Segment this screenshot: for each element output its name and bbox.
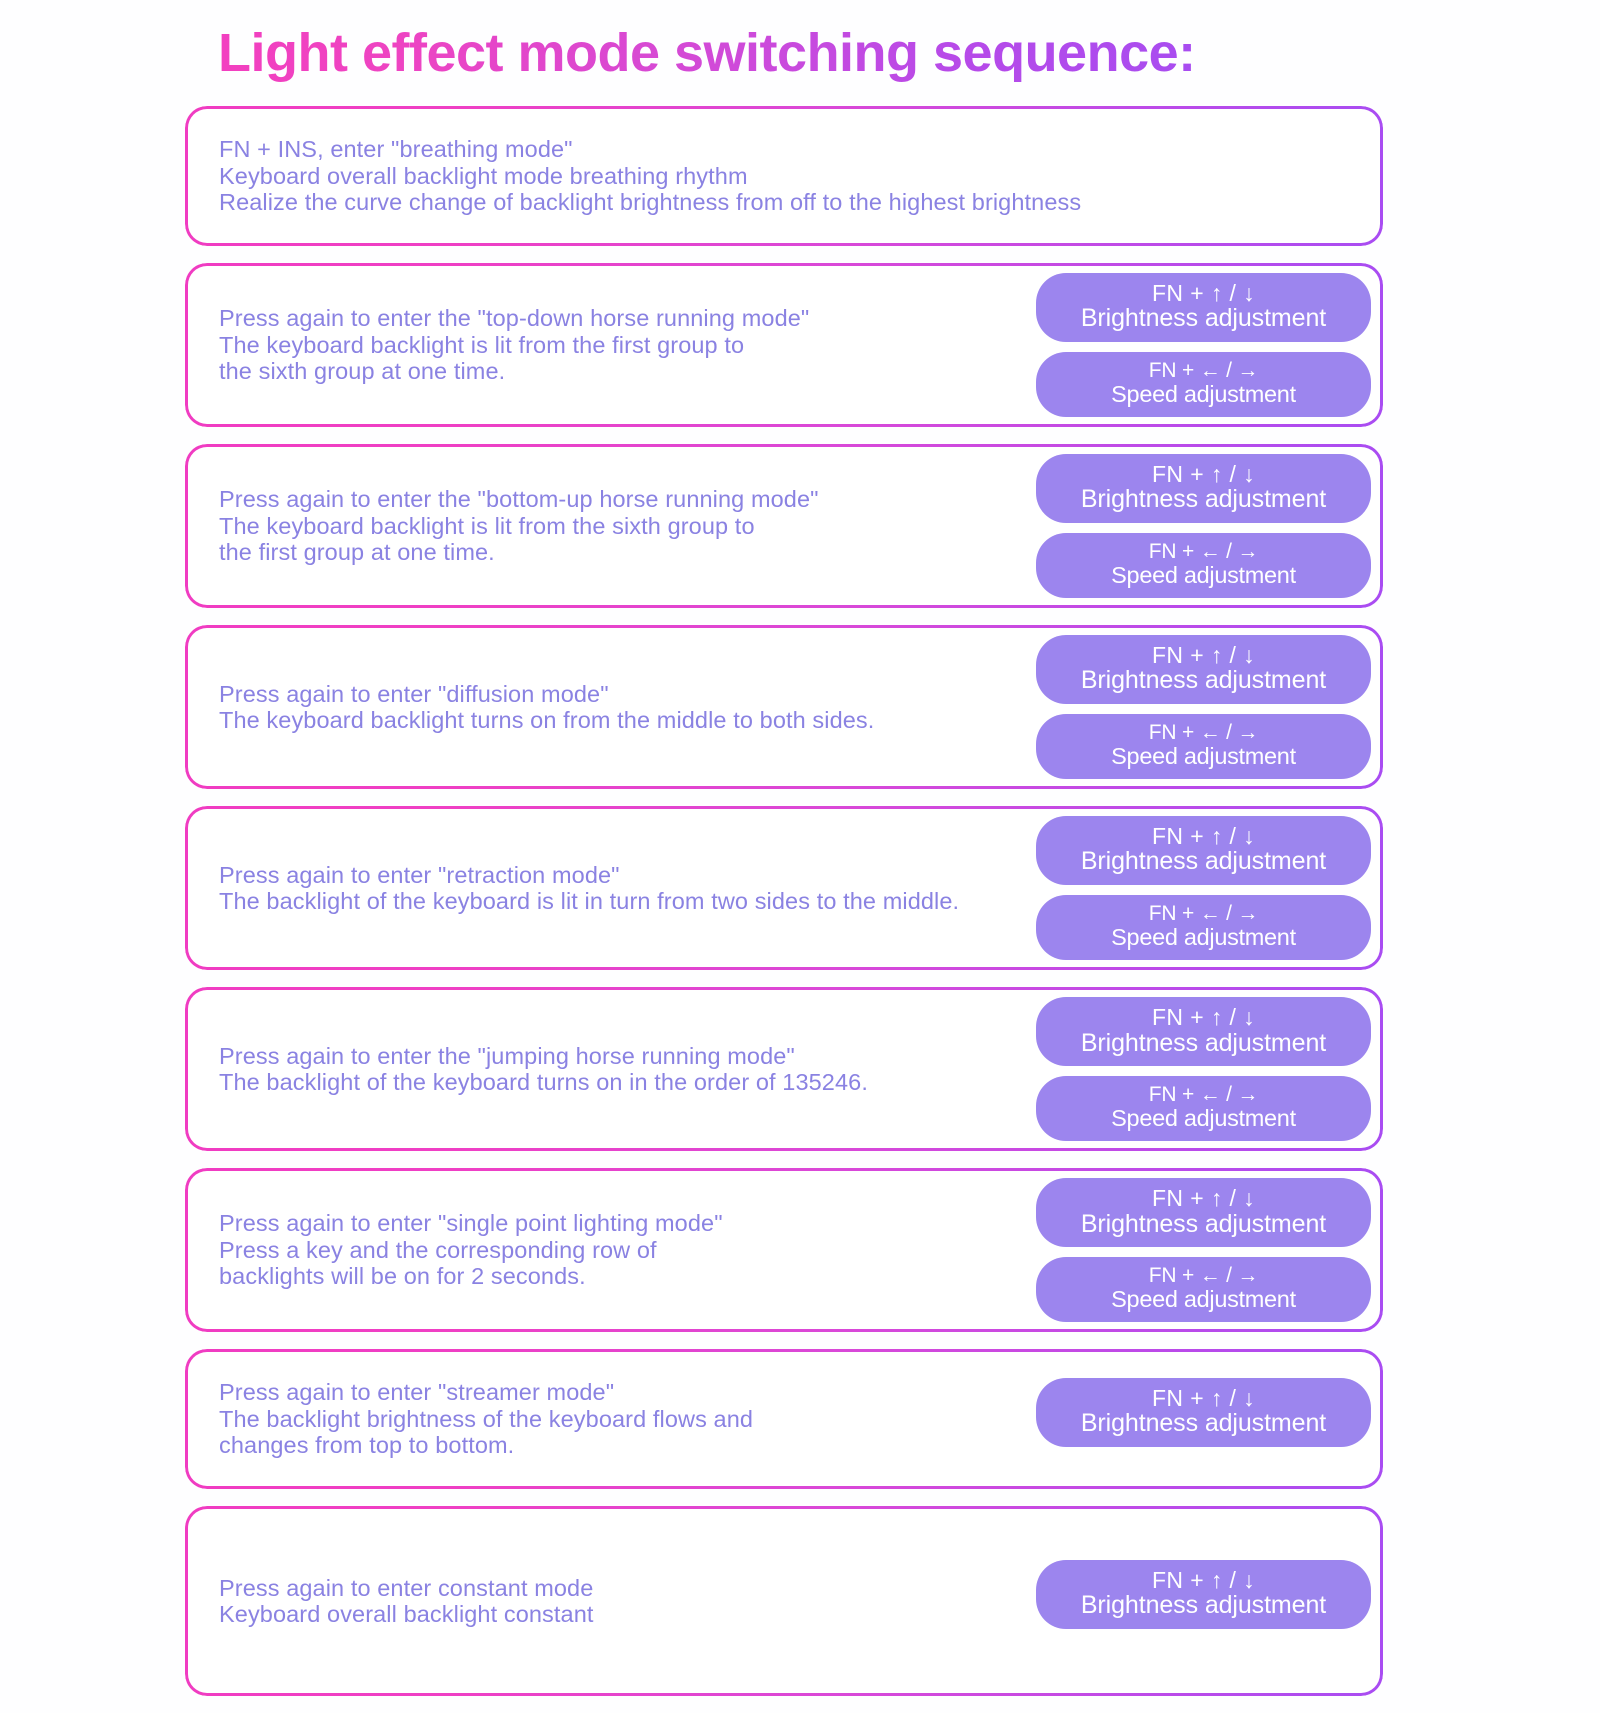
brightness-adjust-button-label: Brightness adjustment bbox=[1080, 847, 1327, 876]
mode-card-body: Press again to enter "single point light… bbox=[185, 1168, 1383, 1332]
brightness-adjust-button[interactable]: FN + ↑ / ↓Brightness adjustment bbox=[1036, 273, 1371, 342]
speed-adjust-button-label: Speed adjustment bbox=[1111, 562, 1296, 589]
mode-card-body: FN + INS, enter "breathing mode" Keyboar… bbox=[185, 106, 1383, 246]
speed-adjust-button-label: Speed adjustment bbox=[1111, 381, 1296, 408]
speed-adjust-button[interactable]: FN + ← / →Speed adjustment bbox=[1036, 351, 1371, 418]
brightness-adjust-button[interactable]: FN + ↑ / ↓Brightness adjustment bbox=[1036, 1377, 1371, 1447]
mode-card: Press again to enter the "jumping horse … bbox=[185, 987, 1383, 1152]
mode-description: FN + INS, enter "breathing mode" Keyboar… bbox=[219, 136, 1082, 216]
brightness-adjust-button[interactable]: FN + ↑ / ↓Brightness adjustment bbox=[1036, 997, 1371, 1066]
speed-adjust-button[interactable]: FN + ← / →Speed adjustment bbox=[1036, 713, 1371, 780]
shortcut-button-group: FN + ↑ / ↓Brightness adjustment bbox=[1036, 1559, 1371, 1629]
mode-description: Press again to enter "retraction mode" T… bbox=[219, 861, 960, 915]
shortcut-button-group: FN + ↑ / ↓Brightness adjustment FN + ← / … bbox=[1036, 635, 1371, 780]
shortcut-button-group: FN + ↑ / ↓Brightness adjustment FN + ← / … bbox=[1036, 1178, 1371, 1323]
speed-adjust-button-shortcut: FN + ← / → bbox=[1148, 901, 1259, 925]
brightness-adjust-button-label: Brightness adjustment bbox=[1080, 666, 1327, 695]
speed-adjust-button[interactable]: FN + ← / →Speed adjustment bbox=[1036, 894, 1371, 961]
speed-adjust-button-label: Speed adjustment bbox=[1111, 924, 1296, 951]
mode-card: Press again to enter the "top-down horse… bbox=[185, 263, 1383, 428]
brightness-adjust-button-label: Brightness adjustment bbox=[1080, 1409, 1327, 1438]
mode-card: Press again to enter the "bottom-up hors… bbox=[185, 444, 1383, 609]
brightness-adjust-button-shortcut: FN + ↑ / ↓ bbox=[1151, 280, 1256, 306]
mode-card-body: Press again to enter constant mode Keybo… bbox=[185, 1506, 1383, 1696]
speed-adjust-button-shortcut: FN + ← / → bbox=[1148, 1083, 1259, 1106]
mode-description: Press again to enter "single point light… bbox=[219, 1210, 723, 1290]
mode-description: Press again to enter "diffusion mode" Th… bbox=[219, 680, 875, 734]
brightness-adjust-button-shortcut: FN + ↑ / ↓ bbox=[1151, 1185, 1256, 1212]
speed-adjust-button[interactable]: FN + ← / →Speed adjustment bbox=[1036, 532, 1371, 599]
brightness-adjust-button-shortcut: FN + ↑ / ↓ bbox=[1151, 642, 1256, 669]
mode-card-body: Press again to enter "streamer mode" The… bbox=[185, 1349, 1383, 1489]
mode-card: Press again to enter "streamer mode" The… bbox=[185, 1349, 1383, 1490]
brightness-adjust-button-label: Brightness adjustment bbox=[1080, 1028, 1327, 1057]
shortcut-button-group: FN + ↑ / ↓Brightness adjustment FN + ← / … bbox=[1036, 273, 1371, 418]
speed-adjust-button[interactable]: FN + ← / →Speed adjustment bbox=[1036, 1076, 1371, 1142]
speed-adjust-button-shortcut: FN + ← / → bbox=[1148, 358, 1259, 382]
shortcut-button-group: FN + ↑ / ↓Brightness adjustment FN + ← / … bbox=[1036, 816, 1371, 961]
mode-description: Press again to enter the "bottom-up hors… bbox=[219, 486, 819, 566]
brightness-adjust-button-label: Brightness adjustment bbox=[1080, 1209, 1327, 1238]
brightness-adjust-button-label: Brightness adjustment bbox=[1080, 304, 1327, 333]
brightness-adjust-button[interactable]: FN + ↑ / ↓Brightness adjustment bbox=[1036, 635, 1371, 704]
speed-adjust-button[interactable]: FN + ← / →Speed adjustment bbox=[1036, 1257, 1371, 1323]
brightness-adjust-button-shortcut: FN + ↑ / ↓ bbox=[1151, 1384, 1256, 1411]
brightness-adjust-button-shortcut: FN + ↑ / ↓ bbox=[1151, 1566, 1256, 1593]
brightness-adjust-button[interactable]: FN + ↑ / ↓Brightness adjustment bbox=[1036, 816, 1371, 885]
speed-adjust-button-label: Speed adjustment bbox=[1111, 1286, 1296, 1313]
mode-card-body: Press again to enter the "top-down horse… bbox=[185, 263, 1383, 427]
brightness-adjust-button-shortcut: FN + ↑ / ↓ bbox=[1151, 461, 1256, 488]
speed-adjust-button-label: Speed adjustment bbox=[1111, 1105, 1296, 1132]
speed-adjust-button-shortcut: FN + ← / → bbox=[1148, 1264, 1259, 1288]
mode-card-body: Press again to enter the "bottom-up hors… bbox=[185, 444, 1383, 608]
page-title: Light effect mode switching sequence: bbox=[218, 23, 1196, 83]
speed-adjust-button-shortcut: FN + ← / → bbox=[1148, 539, 1259, 563]
mode-card: Press again to enter "diffusion mode" Th… bbox=[185, 625, 1383, 790]
mode-card: Press again to enter "single point light… bbox=[185, 1168, 1383, 1333]
mode-card: FN + INS, enter "breathing mode" Keyboar… bbox=[185, 106, 1383, 246]
brightness-adjust-button-label: Brightness adjustment bbox=[1080, 485, 1327, 514]
mode-card-list: FN + INS, enter "breathing mode" Keyboar… bbox=[185, 106, 1383, 1713]
brightness-adjust-button[interactable]: FN + ↑ / ↓Brightness adjustment bbox=[1036, 1559, 1371, 1629]
mode-description: Press again to enter constant mode Keybo… bbox=[219, 1574, 594, 1628]
shortcut-button-group: FN + ↑ / ↓Brightness adjustment FN + ← / … bbox=[1036, 454, 1371, 599]
brightness-adjust-button[interactable]: FN + ↑ / ↓Brightness adjustment bbox=[1036, 1178, 1371, 1248]
mode-card-body: Press again to enter "diffusion mode" Th… bbox=[185, 625, 1383, 789]
mode-card: Press again to enter "retraction mode" T… bbox=[185, 806, 1383, 971]
shortcut-button-group: FN + ↑ / ↓Brightness adjustment FN + ← / … bbox=[1036, 997, 1371, 1142]
brightness-adjust-button[interactable]: FN + ↑ / ↓Brightness adjustment bbox=[1036, 454, 1371, 523]
mode-card: Press again to enter constant mode Keybo… bbox=[185, 1506, 1383, 1697]
mode-card-body: Press again to enter "retraction mode" T… bbox=[185, 806, 1383, 970]
mode-description: Press again to enter the "jumping horse … bbox=[219, 1042, 868, 1096]
speed-adjust-button-shortcut: FN + ← / → bbox=[1148, 720, 1259, 744]
mode-description: Press again to enter the "top-down horse… bbox=[219, 305, 810, 385]
brightness-adjust-button-label: Brightness adjustment bbox=[1080, 1591, 1327, 1620]
speed-adjust-button-label: Speed adjustment bbox=[1111, 743, 1296, 770]
brightness-adjust-button-shortcut: FN + ↑ / ↓ bbox=[1151, 1004, 1256, 1031]
mode-description: Press again to enter "streamer mode" The… bbox=[219, 1379, 754, 1459]
mode-card-body: Press again to enter the "jumping horse … bbox=[185, 987, 1383, 1151]
brightness-adjust-button-shortcut: FN + ↑ / ↓ bbox=[1151, 823, 1256, 850]
shortcut-button-group: FN + ↑ / ↓Brightness adjustment bbox=[1036, 1377, 1371, 1447]
light-effect-guide-page: Light effect mode switching sequence: FN… bbox=[0, 0, 1600, 1600]
